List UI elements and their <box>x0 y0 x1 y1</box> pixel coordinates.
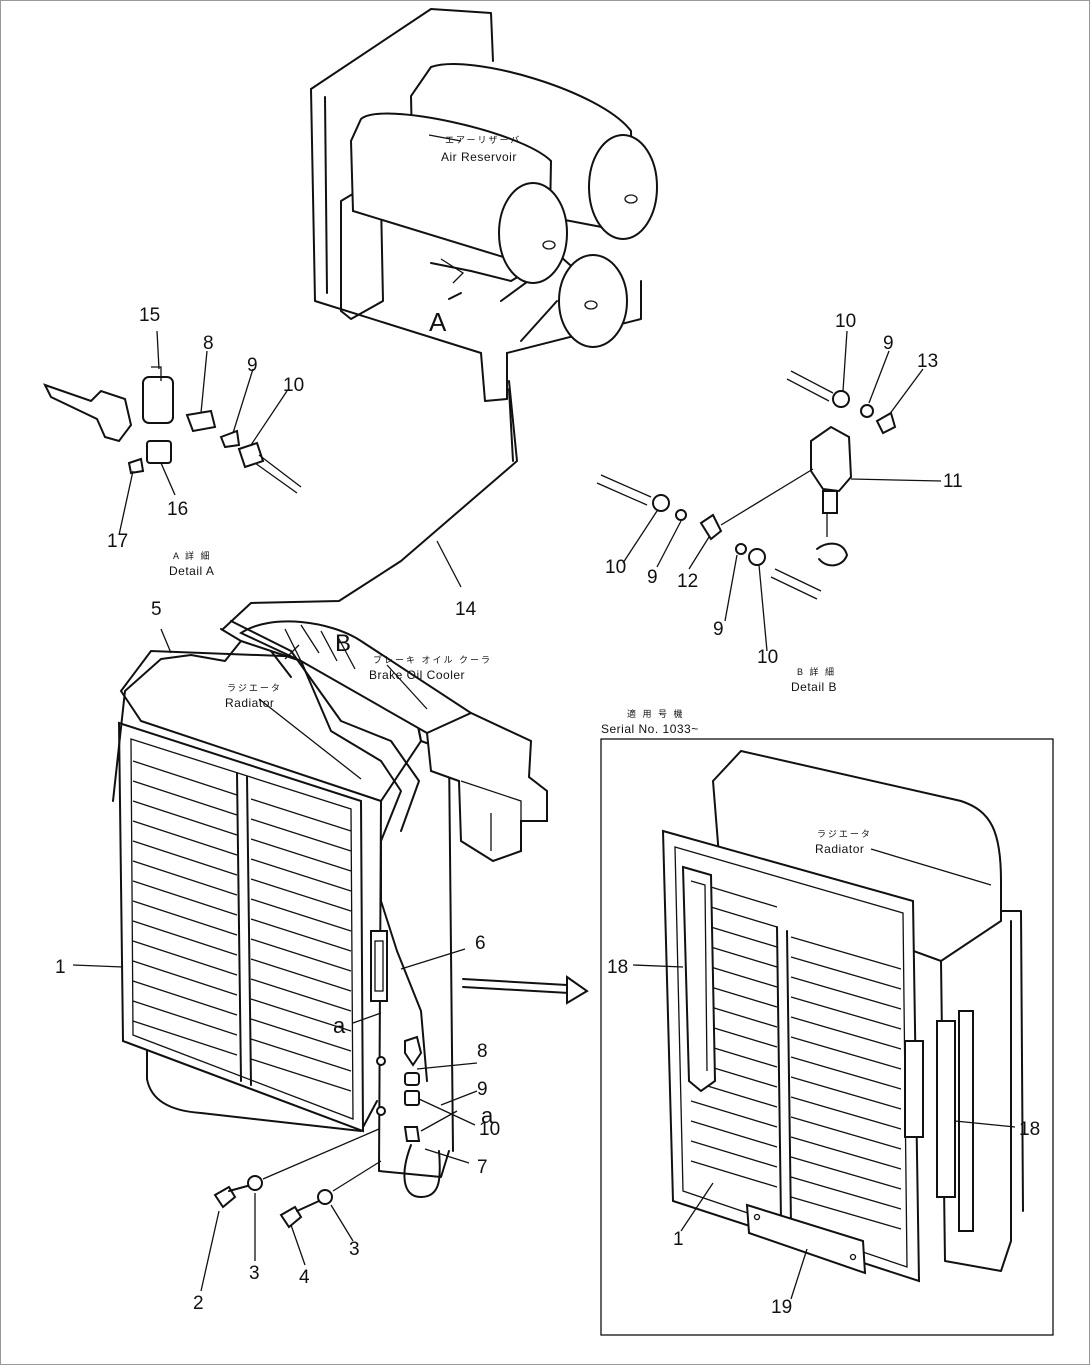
detail-a-title: Detail A <box>169 564 214 578</box>
brake-oil-cooler <box>220 620 548 1082</box>
part-numbers: 1 5 6 7 8 9 10 a a 2 3 4 3 14 15 8 9 10 … <box>55 305 1040 1318</box>
part-number-9: 9 <box>647 567 658 588</box>
radiator-louvers <box>132 760 352 1092</box>
part-number-8: 8 <box>203 333 214 354</box>
part-number-13: 13 <box>917 351 938 372</box>
part-number-9: 9 <box>713 619 724 640</box>
inset-frame <box>600 738 1054 1336</box>
part-number-1: 1 <box>673 1229 684 1250</box>
part-number-9: 9 <box>883 333 894 354</box>
detail-a-title-jp: A 詳 細 <box>173 550 212 561</box>
part-number-7: 7 <box>477 1157 488 1178</box>
part-number-18: 18 <box>1019 1119 1040 1140</box>
part-number-16: 16 <box>167 499 188 520</box>
part-number-12: 12 <box>677 571 698 592</box>
part-label-a: a <box>481 1103 494 1128</box>
part-number-8: 8 <box>477 1041 488 1062</box>
drain-valve-stack <box>213 1035 441 1229</box>
part-number-19: 19 <box>771 1297 792 1318</box>
radiator-main <box>117 649 454 1178</box>
detail-a-marker: A <box>429 307 447 337</box>
part-number-2: 2 <box>193 1293 204 1314</box>
radiator-label-jp: ラジエータ <box>227 683 282 693</box>
inset-radiator <box>661 749 1024 1283</box>
serial-label: Serial No. 1033~ <box>601 722 699 736</box>
detail-b-title-jp: B 詳 細 <box>797 666 836 677</box>
brake-oil-cooler-label: Brake Oil Cooler <box>369 668 465 682</box>
air-reservoir-label-jp: エアーリザーバ <box>445 135 521 145</box>
part-label-a: a <box>333 1013 346 1038</box>
part-number-10: 10 <box>605 557 626 578</box>
leader-lines <box>72 134 1016 1300</box>
direction-arrow <box>462 975 589 1005</box>
brake-oil-cooler-label-jp: ブレーキ オイル クーラ <box>373 654 492 665</box>
part-number-10: 10 <box>757 647 778 668</box>
part-number-1: 1 <box>55 957 66 978</box>
part-number-9: 9 <box>477 1079 488 1100</box>
part-number-17: 17 <box>107 531 128 552</box>
radiator-label: Radiator <box>225 696 274 710</box>
part-number-6: 6 <box>475 933 486 954</box>
part-number-5: 5 <box>151 599 162 620</box>
part-number-14: 14 <box>455 599 477 620</box>
air-reservoir-label: Air Reservoir <box>441 150 517 164</box>
inset-radiator-label: Radiator <box>815 842 864 856</box>
detail-b-marker: B <box>335 630 351 657</box>
part-number-18: 18 <box>607 957 628 978</box>
part-number-10: 10 <box>835 311 856 332</box>
brake-pipe-14 <box>222 380 518 630</box>
hose-5 <box>112 640 242 802</box>
part-number-3: 3 <box>349 1239 360 1260</box>
detail-a <box>43 366 302 494</box>
serial-label-jp: 適 用 号 機 <box>627 708 685 719</box>
part-number-4: 4 <box>299 1267 310 1288</box>
inset-radiator-label-jp: ラジエータ <box>817 829 872 839</box>
air-reservoir-assembly <box>310 8 658 402</box>
part-number-10: 10 <box>283 375 304 396</box>
part-number-10: 10 <box>479 1119 500 1140</box>
text-labels: エアーリザーバ Air Reservoir A B A 詳 細 Detail A… <box>169 135 872 856</box>
part-number-9: 9 <box>247 355 258 376</box>
part-number-11: 11 <box>943 471 963 492</box>
part-number-3: 3 <box>249 1263 260 1284</box>
detail-b <box>596 370 942 600</box>
part-number-15: 15 <box>139 305 160 326</box>
detail-b-title: Detail B <box>791 680 837 694</box>
